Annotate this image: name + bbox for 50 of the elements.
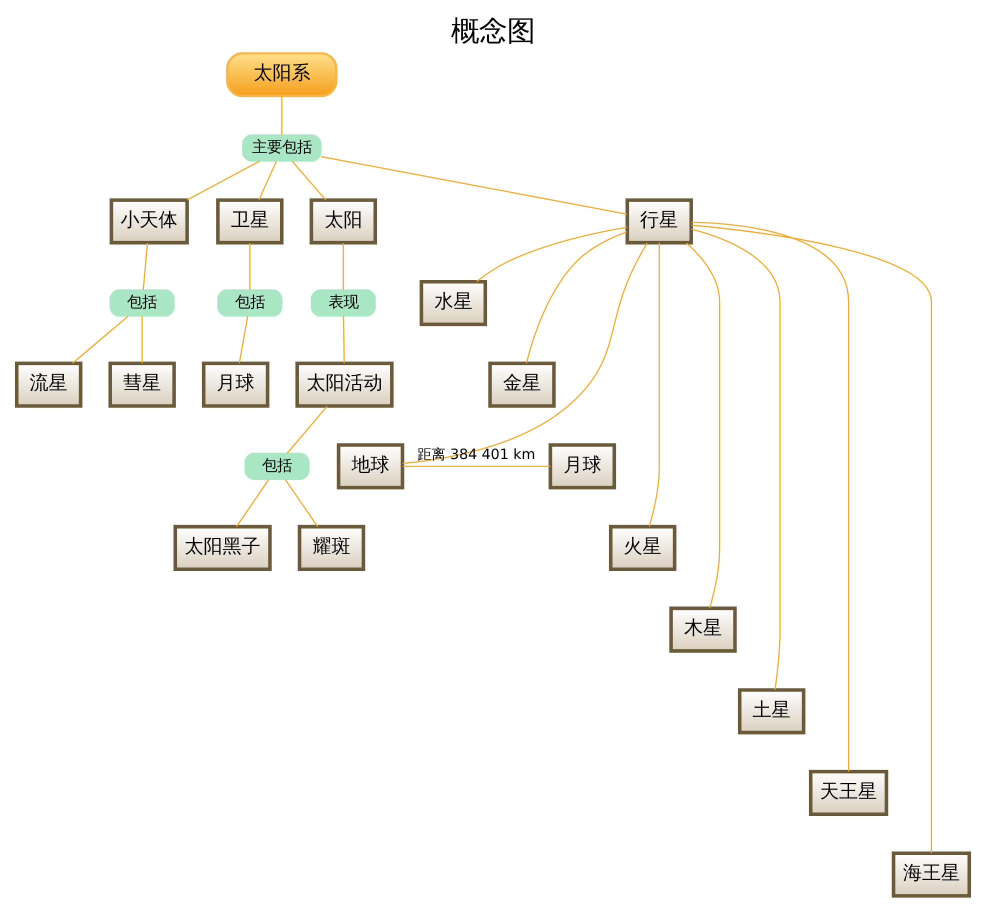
node-box: 太阳系	[226, 52, 337, 98]
connector	[236, 479, 269, 527]
connector	[186, 160, 260, 200]
node-box: 表现	[310, 289, 376, 317]
node-box: 火星	[608, 524, 676, 572]
diagram-title: 概念图	[450, 14, 534, 48]
node-box: 流星	[14, 362, 82, 408]
connector	[141, 316, 142, 364]
node-box: 耀斑	[297, 524, 365, 572]
connector	[320, 156, 627, 215]
node-box: 月球	[201, 362, 269, 408]
node-box: 太阳活动	[294, 362, 394, 408]
node-box: 海王星	[891, 852, 971, 898]
connector	[402, 466, 550, 467]
node-box: 小天体	[109, 198, 188, 244]
connector	[476, 226, 627, 282]
connector	[238, 316, 248, 364]
node-box: 金星	[488, 362, 556, 408]
connector	[280, 96, 282, 135]
node-box: 包括	[109, 289, 174, 317]
connector	[342, 316, 344, 364]
connector	[284, 479, 318, 527]
node-box: 包括	[244, 452, 310, 480]
connector	[291, 160, 326, 200]
connector	[142, 242, 148, 290]
node-box: 彗星	[108, 362, 176, 408]
node-box: 主要包括	[242, 134, 321, 162]
connector	[72, 316, 128, 364]
connector	[402, 242, 648, 464]
node-box: 月球	[548, 443, 616, 490]
connector	[690, 228, 780, 690]
node-box: 木星	[668, 606, 736, 653]
node-box: 卫星	[216, 198, 284, 244]
connector	[342, 243, 344, 290]
connector	[248, 243, 250, 290]
connector	[258, 161, 276, 200]
connector	[690, 224, 932, 854]
node-box: 天王星	[808, 770, 888, 816]
connector	[525, 231, 627, 364]
connector	[648, 242, 660, 527]
connector	[686, 242, 720, 608]
node-box: 行星	[625, 198, 692, 244]
node-box: 地球	[336, 443, 404, 490]
connector	[286, 406, 328, 454]
node-box: 太阳黑子	[173, 524, 272, 572]
node-box: 土星	[737, 688, 805, 734]
node-box: 水星	[419, 280, 487, 326]
node-box: 太阳	[309, 198, 377, 244]
node-box: 包括	[216, 289, 282, 317]
connector	[690, 222, 849, 772]
